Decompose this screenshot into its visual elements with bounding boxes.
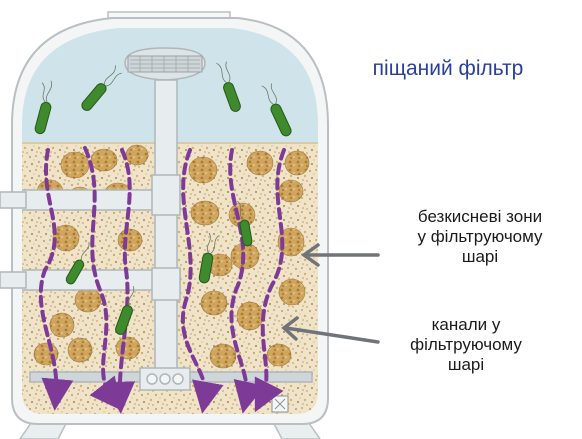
anaerobic-zones-line-2: у фільтруючому [380,227,580,247]
channels-label: канали у фільтруючому шарі [366,315,566,375]
diagram-title: піщаний фільтр [338,57,558,81]
drain-fitting [272,396,288,412]
pointer-arrow-icon [304,245,378,265]
channels-line-2: фільтруючому [366,335,566,355]
anaerobic-zones-line-3: шарі [380,247,580,267]
channels-line-3: шарі [366,355,566,375]
anaerobic-zones-label: безкисневі зони у фільтруючому шарі [380,207,580,267]
channels-line-1: канали у [366,315,566,335]
anaerobic-zones-line-1: безкисневі зони [380,207,580,227]
